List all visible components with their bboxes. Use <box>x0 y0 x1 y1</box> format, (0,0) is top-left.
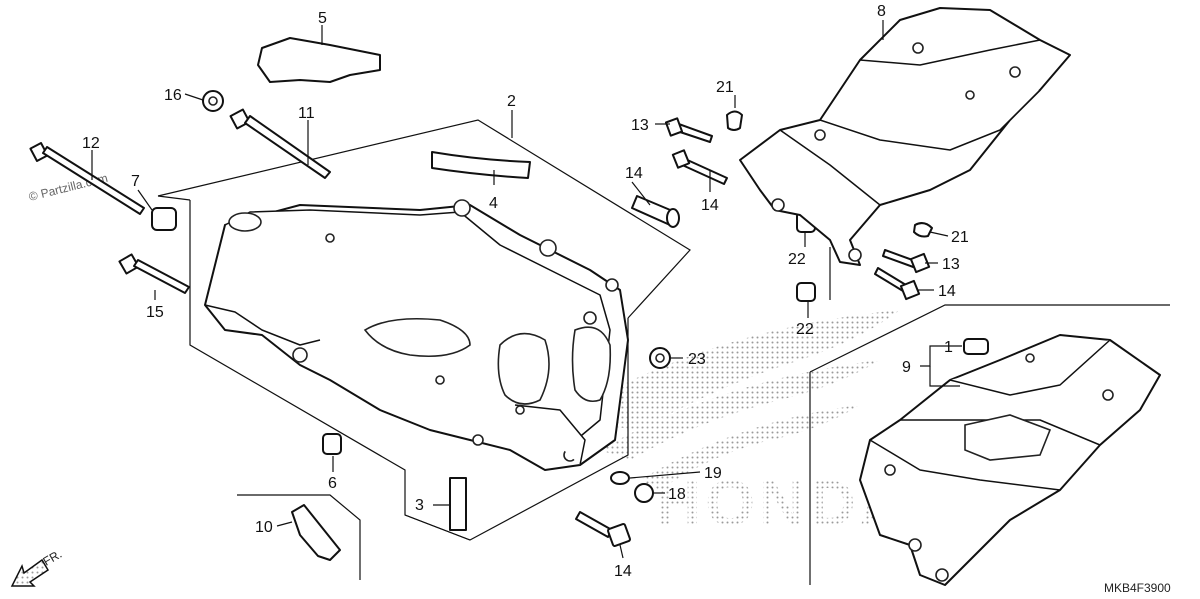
callout-9: 9 <box>902 359 911 376</box>
callout-16: 14 <box>614 563 632 580</box>
callout-labels: 5 2 11 12 16 7 4 14 15 23 6 19 18 3 14 1… <box>82 3 969 580</box>
callout-15: 14 <box>625 165 643 182</box>
callout-7: 7 <box>131 173 140 190</box>
callout-22-lower: 22 <box>796 321 814 338</box>
callout-8: 8 <box>877 3 886 20</box>
callout-17: 15 <box>146 304 164 321</box>
part-7-collar <box>151 207 177 231</box>
callout-19: 18 <box>668 486 686 503</box>
rear-subframe-8 <box>739 7 1071 266</box>
main-frame <box>204 199 629 471</box>
callout-14-lower: 14 <box>938 283 956 300</box>
callout-14-upper: 14 <box>701 197 719 214</box>
part-4-pad <box>431 151 531 179</box>
callout-4: 4 <box>489 195 498 212</box>
part-6-collar <box>322 433 342 455</box>
callout-6: 6 <box>328 475 337 492</box>
callout-22-upper: 22 <box>788 251 806 268</box>
callout-20: 19 <box>704 465 722 482</box>
assembly-boundaries <box>157 119 1170 585</box>
callout-21-lower: 21 <box>951 229 969 246</box>
callout-23: 23 <box>688 351 706 368</box>
part-10-bracket <box>291 504 341 561</box>
callout-11: 11 <box>298 105 315 122</box>
part-5-cover <box>257 37 381 83</box>
callout-12: 12 <box>82 135 100 152</box>
callout-2: 2 <box>507 93 516 110</box>
callout-13-upper: 13 <box>631 117 649 134</box>
callout-21-upper: 21 <box>716 79 734 96</box>
rear-subframe-9 <box>859 334 1161 586</box>
leader-lines <box>91 20 962 559</box>
diagram-code: MKB4F3900 <box>1104 581 1171 595</box>
callout-18: 16 <box>164 87 182 104</box>
callout-3: 3 <box>415 497 424 514</box>
callout-10: 10 <box>255 519 273 536</box>
part-3-spacer <box>449 477 467 531</box>
callout-13-lower: 13 <box>942 256 960 273</box>
front-arrow: FR. <box>10 547 64 587</box>
callout-1: 1 <box>944 339 953 356</box>
callout-5: 5 <box>318 10 327 27</box>
